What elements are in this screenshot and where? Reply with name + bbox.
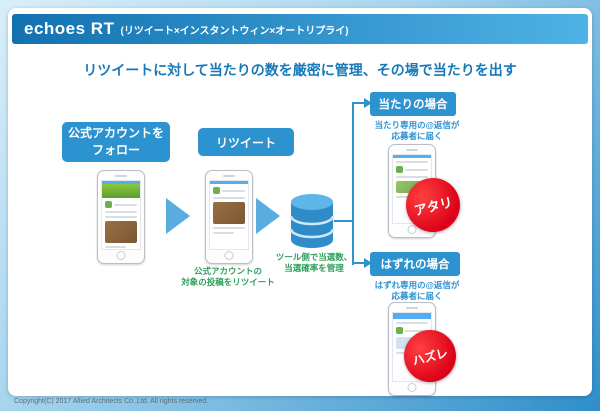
database-caption: ツール側で当選数、 当選確率を管理 [260,252,368,274]
screen-line [396,322,428,324]
tweet-row [213,187,245,194]
step-follow-label-line2: フォロー [91,143,140,157]
lose-stamp-label: ハズレ [410,345,450,368]
screen-line [405,168,428,171]
step-follow-box: 公式アカウントを フォロー [62,122,170,162]
phone-home-button [407,383,417,392]
screen-line [405,329,428,332]
win-case-label: 当たりの場合 [378,99,448,111]
connector-line [334,220,352,222]
arrow-right-icon [256,198,280,234]
profile-row [105,201,137,208]
retweet-caption-line1: 公式アカウントの [193,266,262,276]
arrow-right-icon [166,198,190,234]
phone-mockup-follow [97,170,145,264]
status-bar [393,155,431,158]
phone-mockup-retweet [205,170,253,264]
retweet-caption-line2: 対象の投稿をリツイート [181,277,275,287]
slide-title: リツイートに対して当たりの数を厳密に管理、その場で当たりを出す [83,62,517,78]
tweet-image [105,221,137,243]
status-bar [393,313,431,319]
step-retweet-box: リツイート [198,128,294,156]
database-caption-line2: 当選確率を管理 [284,263,344,273]
connector-line [352,102,354,265]
step-retweet-label: リツイート [215,135,276,150]
avatar [105,201,112,208]
arrowhead-icon [364,98,372,108]
screen-line [396,176,428,178]
phone-speaker [406,149,418,151]
phone-speaker [406,307,418,309]
phone-screen-tweet [209,180,249,250]
phone-speaker [223,175,235,177]
screen-line [396,161,428,163]
phone-screen-profile [101,180,141,250]
copyright: Copyright(C) 2017 Allied Architects Co.,… [14,398,209,405]
screen-line [222,189,245,192]
status-bar [102,181,140,184]
win-description-line2: 応募者に届く [391,131,443,141]
screen-line [105,246,126,248]
lose-description-line1: はずれ専用の@返信が [374,280,460,290]
lose-description: はずれ専用の@返信が 応募者に届く [362,280,472,302]
lose-description-line2: 応募者に届く [391,291,443,301]
connector-line [352,102,364,104]
product-name: echoes RT [24,19,115,38]
screen-line [213,197,245,199]
lose-case-label: はずれの場合 [380,259,450,271]
win-stamp-label: アタリ [412,193,454,218]
avatar [213,187,220,194]
retweet-caption: 公式アカウントの 対象の投稿をリツイート [168,266,288,288]
screen-line [105,211,137,213]
reply-row [396,327,428,334]
win-description: 当たり専用の@返信が 応募者に届く [362,120,472,142]
avatar [396,327,403,334]
win-case-box: 当たりの場合 [370,92,456,116]
phone-home-button [407,225,417,234]
database-icon [288,192,336,255]
screen-line [213,227,245,229]
phone-home-button [224,251,234,260]
phone-speaker [115,175,127,177]
win-description-line1: 当たり専用の@返信が [374,120,460,130]
phone-home-button [116,251,126,260]
profile-cover-image [102,184,140,198]
header-bar: echoes RT (リツイート×インスタントウィン×オートリプライ) [12,14,588,44]
slide-card: echoes RT (リツイート×インスタントウィン×オートリプライ) リツイー… [8,8,592,396]
product-subtitle: (リツイート×インスタントウィン×オートリプライ) [120,25,349,37]
status-bar [210,181,248,184]
avatar [396,166,403,173]
tweet-image [213,202,245,224]
database-caption-line1: ツール側で当選数、 [275,252,353,262]
screen-line [105,216,137,218]
step-follow-label-line1: 公式アカウントを [67,126,164,140]
connector-line [352,262,364,264]
arrowhead-icon [364,258,372,268]
screen-line [213,232,234,234]
lose-case-box: はずれの場合 [370,252,460,276]
reply-row [396,166,428,173]
screen-line [114,203,137,206]
